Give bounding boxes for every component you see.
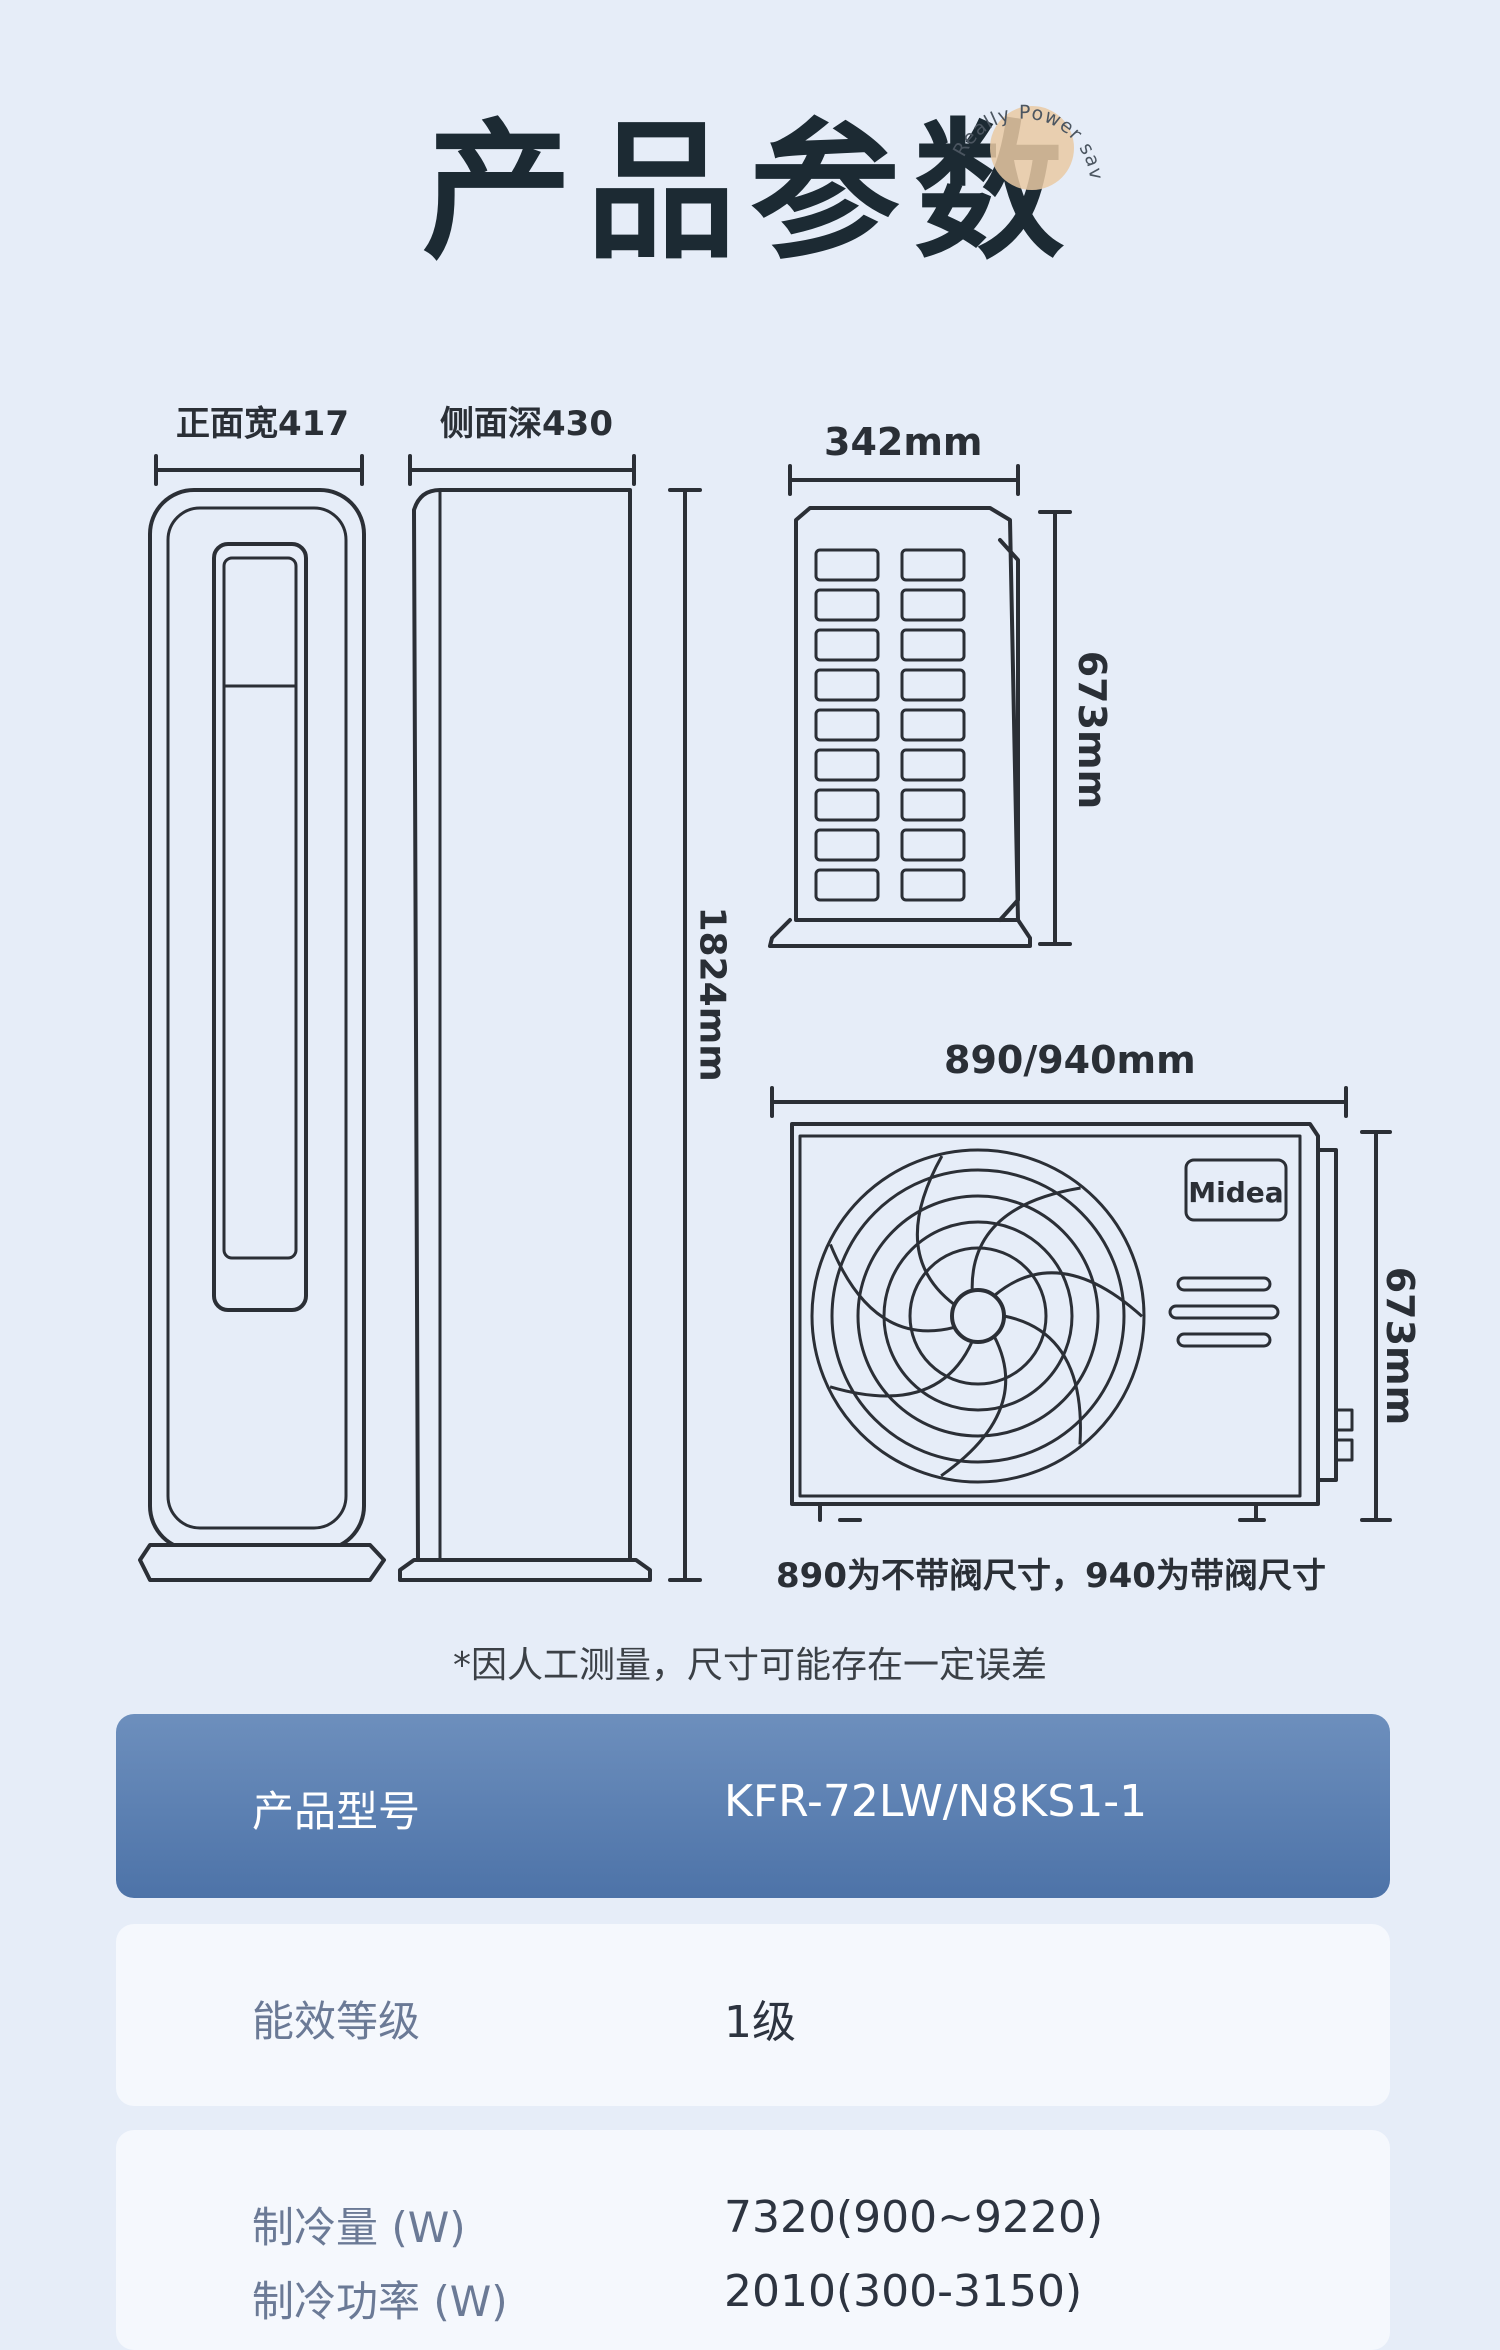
fan-blade (1003, 1314, 1082, 1445)
dimension-diagram: Midea (138, 454, 1392, 1582)
grille-slot (814, 788, 880, 822)
page-title: 产品参数 (421, 106, 1078, 280)
outdoor-side-width-label: 342mm (824, 420, 983, 464)
fan-blade (970, 1186, 1081, 1291)
grille-slot (900, 668, 966, 702)
indoor-height-label: 1824mm (691, 906, 733, 1082)
side-depth-label: 侧面深430 (440, 404, 613, 444)
fan-blade (829, 1243, 955, 1333)
grille-slot (900, 788, 966, 822)
grille-slot (900, 748, 966, 782)
brand-logo: Midea (1188, 1176, 1283, 1209)
badge-dot-icon (990, 106, 1074, 190)
grille-slot (814, 708, 880, 742)
grille-slot (900, 868, 966, 902)
grille-slot (900, 588, 966, 622)
spec-row-model: 产品型号 KFR-72LW/N8KS1-1 (116, 1714, 1390, 1898)
spec-label: 制冷量 (W) (252, 2203, 466, 2252)
outdoor-front-height-label: 673mm (1378, 1266, 1422, 1426)
grille-slot (814, 748, 880, 782)
front-width-label: 正面宽417 (176, 404, 349, 444)
grille-slot (900, 708, 966, 742)
outdoor-side-view (768, 506, 1032, 948)
spec-value: 1级 (724, 1997, 796, 2048)
grille-slot (814, 828, 880, 862)
outdoor-front-view (790, 1122, 1354, 1522)
valve-note: 890为不带阀尺寸，940为带阀尺寸 (776, 1556, 1326, 1596)
grille-slot (900, 828, 966, 862)
grille-slot (900, 548, 966, 582)
spec-label: 制冷功率 (W) (252, 2277, 508, 2326)
spec-label: 产品型号 (252, 1787, 421, 1836)
spec-value: KFR-72LW/N8KS1-1 (724, 1776, 1148, 1827)
grille-slot (900, 628, 966, 662)
measure-note: *因人工测量，尺寸可能存在一定误差 (452, 1645, 1047, 1686)
spec-row-efficiency: 能效等级 1级 (116, 1924, 1390, 2106)
grille-slot (814, 548, 880, 582)
fan-blade (915, 1155, 956, 1306)
indoor-side-view (398, 488, 652, 1582)
fan-blade (829, 1340, 974, 1398)
outdoor-front-width-label: 890/940mm (944, 1038, 1196, 1082)
fan-blade (993, 1271, 1144, 1318)
fan-blade (940, 1335, 1008, 1478)
outdoor-side-height-label: 673mm (1070, 650, 1114, 810)
grille-slot (814, 668, 880, 702)
indoor-front-view (138, 488, 386, 1582)
grille-slot (814, 628, 880, 662)
fan-icon (810, 1148, 1146, 1484)
power-saving-badge: Really Power saving (940, 48, 1106, 190)
grille-slot (814, 868, 880, 902)
spec-label: 能效等级 (252, 1997, 421, 2046)
spec-value: 7320(900~9220) (724, 2192, 1104, 2243)
outdoor-side-grille (814, 548, 966, 902)
grille-slot (814, 588, 880, 622)
spec-row-cooling: 制冷量 (W) 7320(900~9220) 制冷功率 (W) 2010(300… (116, 2130, 1390, 2350)
spec-value: 2010(300-3150) (724, 2266, 1083, 2317)
